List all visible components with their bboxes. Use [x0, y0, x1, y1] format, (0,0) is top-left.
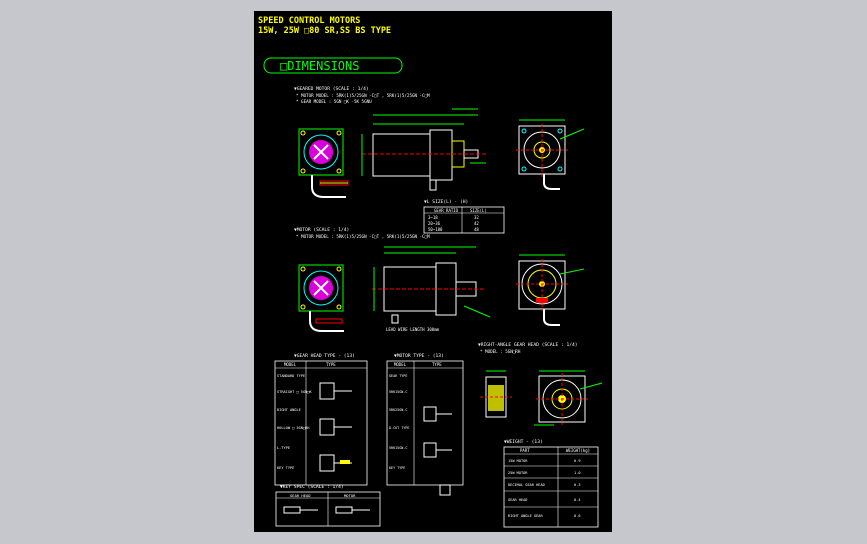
gear-head-row: RIGHT ANGLE	[277, 408, 301, 412]
weight-col1: PART	[520, 448, 530, 453]
motor-type-row: GEAR TYPE	[389, 374, 407, 378]
key-spec-col1: GEAR HEAD	[290, 493, 311, 498]
motor-line1: * MOTOR MODEL : 5RK(1)5/25GN -C□T , 5RK(…	[296, 234, 430, 239]
gear-head-row: STRAIGHT □ 5GN□K	[277, 390, 312, 394]
motor-type-row: D-CUT TYPE	[389, 426, 409, 430]
geared-heading: ▼GEARED MOTOR (SCALE : 1/4)	[294, 86, 369, 92]
weight-heading: ▼WEIGHT - (13)	[504, 439, 543, 445]
weight-row: GEAR HEAD	[508, 498, 527, 502]
motor-type-row: 5RK15GN-C	[389, 390, 407, 394]
l-table-cell: 32	[474, 215, 479, 220]
weight-col2: WEIGHT(kg)	[566, 448, 590, 453]
flat-heading: ▼RIGHT-ANGLE GEAR HEAD (SCALE : 1/4)	[478, 342, 578, 348]
l-table-col1: GEAR RATIO	[434, 208, 459, 213]
drawing-sheet: SPEED CONTROL MOTORS 15W, 25W □80 SR,SS …	[254, 11, 612, 532]
right-angle-side-view	[480, 370, 512, 418]
key-spec-table: ▼KEY SPEC (SCALE : 1/4) GEAR HEAD MOTOR	[275, 484, 381, 527]
gear-head-table: ▼GEAR HEAD TYPE - (13) MODEL TYPE STANDA…	[274, 353, 368, 486]
flat-line1: * MODEL : 5GN□RH	[480, 349, 521, 354]
title-line2: 15W, 25W □80 SR,SS BS TYPE	[258, 26, 391, 36]
l-table-cell: 20~36	[428, 221, 441, 226]
title-line1: SPEED CONTROL MOTORS	[258, 16, 360, 26]
geared-side-view	[361, 108, 488, 191]
gear-head-heading: ▼GEAR HEAD TYPE - (13)	[294, 353, 355, 359]
lead-wire-note: LEAD WIRE LENGTH 300mm	[386, 327, 440, 332]
l-table-cell: 3~18	[428, 215, 438, 220]
weight-row: 1.0	[574, 471, 581, 475]
weight-row: DECIMAL GEAR HEAD	[508, 483, 545, 487]
l-table-cell: 50~180	[428, 227, 443, 232]
geared-line1: * MOTOR MODEL : 5RK(1)5/25GN -C□T , 5RK(…	[296, 93, 430, 98]
motor-end-view	[298, 264, 344, 332]
weight-row: RIGHT ANGLE GEAR	[508, 514, 543, 518]
key-spec-heading: ▼KEY SPEC (SCALE : 1/4)	[280, 484, 344, 490]
weight-row: 0.6	[574, 514, 581, 518]
motor-side-view: LEAD WIRE LENGTH 300mm	[372, 246, 491, 332]
gear-head-row: STANDARD TYPE	[277, 374, 305, 378]
gear-head-row: HOLLOW □ 5GN□RH	[277, 426, 309, 430]
gear-head-col1: MODEL	[284, 362, 297, 367]
weight-table: ▼WEIGHT - (13) PART WEIGHT(kg) 15W MOTOR…	[503, 439, 599, 528]
l-table-heading: ▼L SIZE(L) - (H)	[424, 199, 468, 205]
weight-row: 15W MOTOR	[508, 459, 528, 463]
right-angle-front-view	[534, 370, 603, 426]
motor-type-row: KEY TYPE	[389, 466, 405, 470]
motor-type-row: 5RK15GN-C	[389, 446, 407, 450]
l-table-cell: 48	[474, 227, 479, 232]
weight-row: 25W MOTOR	[508, 471, 528, 475]
gear-head-row: KEY TYPE	[277, 466, 294, 470]
dimensions-banner-frame	[263, 57, 403, 74]
geared-end-view	[298, 128, 349, 198]
motor-front-view	[516, 254, 585, 326]
l-table-cell: 42	[474, 221, 479, 226]
geared-line2: * GEAR MODEL : 5GN □K -5K 5GNU	[296, 99, 372, 104]
motor-heading: ▼MOTOR (SCALE : 1/4)	[294, 227, 349, 233]
l-size-table: ▼L SIZE(L) - (H) GEAR RATIO SIZE(L) 3~18…	[423, 199, 505, 234]
l-table-col2: SIZE(L)	[470, 208, 487, 213]
motor-type-col1: MODEL	[394, 362, 407, 367]
dimensions-banner: □DIMENSIONS	[280, 59, 359, 73]
motor-type-col2: TYPE	[432, 362, 442, 367]
key-spec-col2: MOTOR	[344, 493, 356, 498]
motor-type-table: ▼MOTOR TYPE - (13) MODEL TYPE GEAR TYPE …	[386, 353, 464, 496]
weight-row: 0.4	[574, 498, 581, 502]
weight-row: 0.3	[574, 483, 581, 487]
gear-head-row: L-TYPE	[277, 446, 290, 450]
geared-front-view	[516, 119, 585, 190]
cad-canvas: SPEED CONTROL MOTORS 15W, 25W □80 SR,SS …	[258, 16, 603, 528]
motor-type-row: 5RK25GN-C	[389, 408, 407, 412]
motor-type-heading: ▼MOTOR TYPE - (13)	[394, 353, 444, 359]
weight-row: 0.9	[574, 459, 581, 463]
gear-head-col2: TYPE	[326, 362, 336, 367]
